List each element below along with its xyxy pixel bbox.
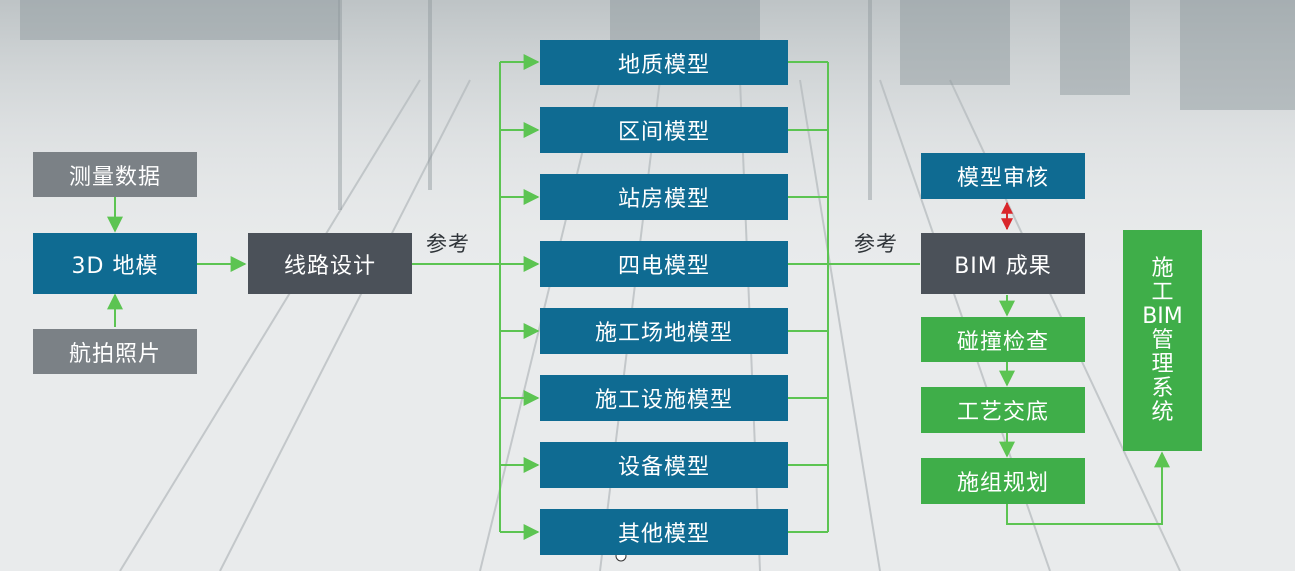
model-box: 其他模型 — [540, 509, 788, 555]
model-review-box: 模型审核 — [921, 153, 1085, 199]
model-box: 四电模型 — [540, 241, 788, 287]
model-label: 四电模型 — [617, 254, 710, 279]
model-label: 设备模型 — [617, 455, 710, 480]
model-box: 地质模型 — [540, 40, 788, 85]
craft-briefing-label: 工艺交底 — [956, 400, 1049, 425]
bim-result-box: BIM 成果 — [921, 233, 1085, 294]
terrain-3d-label: 3D 地模 — [71, 253, 159, 279]
survey-data-label: 测量数据 — [68, 164, 161, 190]
route-design-box: 线路设计 — [248, 233, 412, 294]
aerial-photo-label: 航拍照片 — [68, 341, 161, 367]
model-box: 设备模型 — [540, 442, 788, 488]
model-label: 施工设施模型 — [594, 388, 733, 413]
model-label: 施工场地模型 — [594, 321, 733, 346]
route-design-label: 线路设计 — [283, 253, 376, 279]
model-label: 站房模型 — [617, 187, 710, 212]
arrow-planning-to-system — [1006, 451, 1170, 525]
system-char: 施 — [1151, 255, 1174, 281]
bim-management-system-box: 施 工 BIM 管 理 系 统 — [1123, 230, 1202, 451]
construction-planning-label: 施组规划 — [956, 471, 1049, 496]
collision-check-label: 碰撞检查 — [956, 329, 1049, 355]
model-label: 地质模型 — [617, 52, 710, 78]
terrain-3d-box: 3D 地模 — [33, 233, 197, 294]
system-char: 工 — [1151, 279, 1174, 305]
aerial-photo-box: 航拍照片 — [33, 329, 197, 374]
model-review-label: 模型审核 — [956, 166, 1049, 191]
survey-data-box: 测量数据 — [33, 152, 197, 197]
model-box: 站房模型 — [540, 174, 788, 220]
system-char: 统 — [1151, 399, 1174, 425]
system-char: 系 — [1151, 375, 1174, 401]
bim-result-label: BIM 成果 — [954, 253, 1052, 279]
reference-label-left: 参考 — [426, 232, 470, 256]
collision-check-box: 碰撞检查 — [921, 317, 1085, 362]
model-box: 施工设施模型 — [540, 375, 788, 421]
model-box: 区间模型 — [540, 107, 788, 153]
model-label: 其他模型 — [617, 522, 710, 547]
craft-briefing-box: 工艺交底 — [921, 387, 1085, 433]
system-char: 管 — [1151, 327, 1174, 353]
system-char: BIM — [1142, 303, 1183, 329]
construction-planning-box: 施组规划 — [921, 458, 1085, 504]
system-char: 理 — [1151, 351, 1174, 377]
model-box: 施工场地模型 — [540, 308, 788, 354]
model-label: 区间模型 — [617, 120, 710, 145]
reference-label-right: 参考 — [854, 232, 898, 256]
